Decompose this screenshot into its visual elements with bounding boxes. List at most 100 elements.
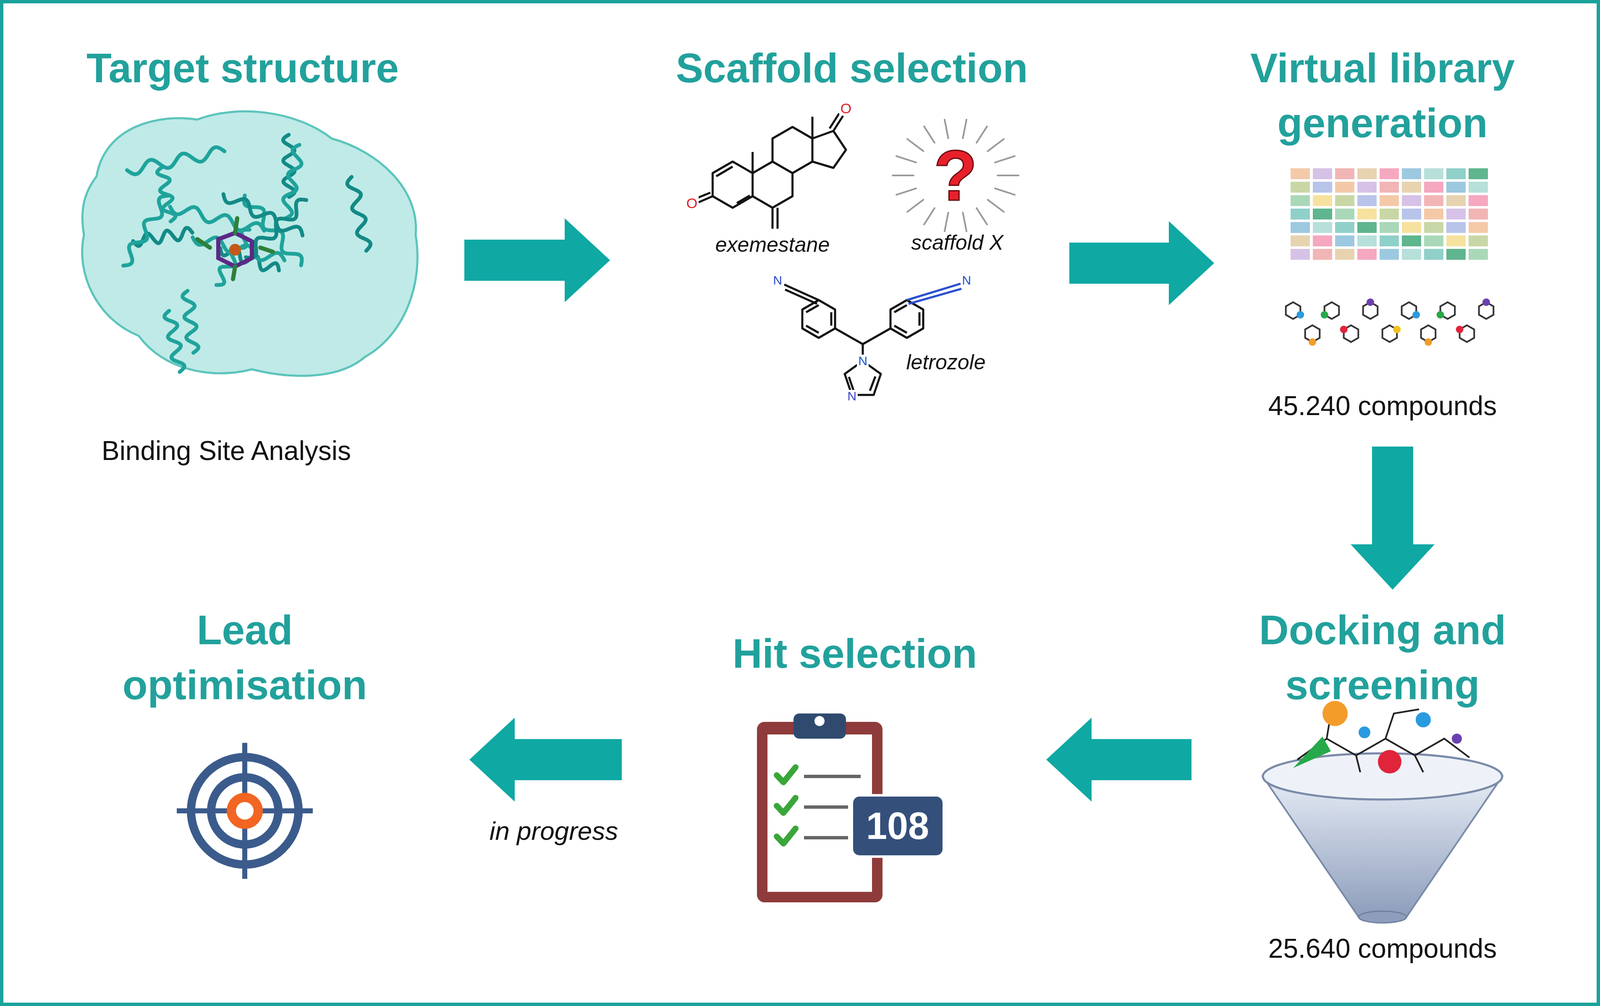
library-cell — [1468, 222, 1488, 234]
library-cell — [1401, 235, 1422, 247]
library-cell — [1446, 235, 1466, 247]
library-cell — [1468, 168, 1488, 180]
library-cell — [1446, 181, 1466, 193]
molecule-atom — [1455, 325, 1464, 334]
library-cell — [1290, 181, 1310, 193]
library-cell — [1357, 195, 1377, 207]
helix-ribbon — [192, 237, 285, 261]
library-cell — [1446, 222, 1466, 234]
flow-arrow — [464, 218, 611, 303]
stage-title: Virtual library generation — [1210, 40, 1555, 152]
library-cell — [1357, 208, 1377, 220]
stage-panel: Lead optimisation — [112, 602, 378, 888]
molecule-atom — [1412, 311, 1420, 319]
burst-ray — [924, 126, 935, 143]
library-cell — [1446, 195, 1466, 207]
library-grid — [1290, 168, 1488, 260]
molecule-atom — [1296, 311, 1305, 319]
library-cell — [1401, 208, 1422, 220]
library-cell — [1401, 195, 1422, 207]
helix-ribbon — [182, 290, 199, 354]
library-cell — [1312, 181, 1333, 193]
edge-label: in progress — [465, 815, 642, 847]
library-cell — [1468, 181, 1488, 193]
atom-label: N — [960, 274, 973, 287]
helix-ribbon — [127, 147, 225, 175]
library-cell — [1312, 235, 1333, 247]
library-cell — [1401, 181, 1422, 193]
stage-title: Docking and screening — [1210, 602, 1555, 714]
library-cell — [1312, 222, 1333, 234]
library-cell — [1312, 168, 1333, 180]
library-cell — [1357, 235, 1377, 247]
molecule-atom — [1482, 298, 1491, 307]
library-cell — [1468, 235, 1488, 247]
atom-label: N — [771, 274, 784, 287]
library-cell — [1468, 208, 1488, 220]
compound-count: 45.240 compounds — [1214, 390, 1551, 423]
molecule-atom — [1436, 311, 1445, 319]
library-cell — [1446, 248, 1466, 260]
molecule-atom — [1340, 325, 1348, 334]
burst-ray — [987, 138, 1004, 152]
clipboard-icon — [756, 713, 944, 903]
molecule-atom — [1366, 298, 1375, 307]
burst-ray — [907, 199, 924, 213]
question-burst — [892, 119, 1019, 232]
molecule-atom — [1320, 311, 1329, 319]
stage-panel: Docking and screening25.640 compounds — [1219, 602, 1551, 975]
stage-panel: Hit selection108 — [713, 622, 1008, 919]
library-cell — [1424, 181, 1444, 193]
stage-caption: Binding Site Analysis — [58, 434, 395, 468]
burst-ray — [944, 212, 949, 232]
molecule-atom — [1308, 338, 1317, 346]
library-cell — [1424, 195, 1444, 207]
exemestane-structure — [696, 113, 846, 229]
helix-ribbon — [164, 311, 185, 373]
library-cell — [1424, 168, 1444, 180]
library-cell — [1401, 222, 1422, 234]
burst-ray — [997, 174, 1019, 177]
molecule-icons — [1285, 298, 1494, 346]
library-cell — [1446, 208, 1466, 220]
burst-ray — [995, 188, 1015, 195]
library-cell — [1424, 208, 1444, 220]
screening-funnel — [1262, 701, 1503, 924]
library-cell — [1424, 222, 1444, 234]
library-cell — [1335, 195, 1355, 207]
helix-ribbon — [246, 199, 307, 258]
burst-ray — [924, 208, 935, 225]
library-cell — [1290, 248, 1310, 260]
protein-illustration — [82, 111, 418, 376]
library-cell — [1379, 168, 1399, 180]
library-cell — [1312, 208, 1333, 220]
library-cell — [1290, 195, 1310, 207]
library-cell — [1335, 235, 1355, 247]
library-cell — [1290, 208, 1310, 220]
burst-ray — [896, 188, 917, 195]
library-cell — [1335, 168, 1355, 180]
stage-panel: Scaffold selectionexemestanescaffold Xle… — [652, 30, 1051, 409]
atom-label: O — [839, 101, 853, 116]
hit-count-badge: 108 — [853, 805, 942, 848]
library-cell — [1312, 195, 1333, 207]
library-cell — [1357, 222, 1377, 234]
burst-ray — [944, 119, 949, 139]
library-cell — [1379, 208, 1399, 220]
flow-arrow — [469, 717, 622, 802]
atom-label: N — [856, 354, 869, 368]
library-cell — [1401, 248, 1422, 260]
burst-ray — [962, 212, 967, 232]
library-cell — [1468, 195, 1488, 207]
library-cell — [1424, 235, 1444, 247]
library-cell — [1379, 248, 1399, 260]
flow-arrow — [1069, 221, 1215, 306]
library-cell — [1357, 181, 1377, 193]
stage-panel: Target structureBinding Site Analysis — [61, 30, 429, 480]
library-cell — [1446, 168, 1466, 180]
stage-panel: Virtual library generation45.240 compoun… — [1219, 30, 1551, 429]
compound-count: 25.640 compounds — [1214, 932, 1551, 966]
